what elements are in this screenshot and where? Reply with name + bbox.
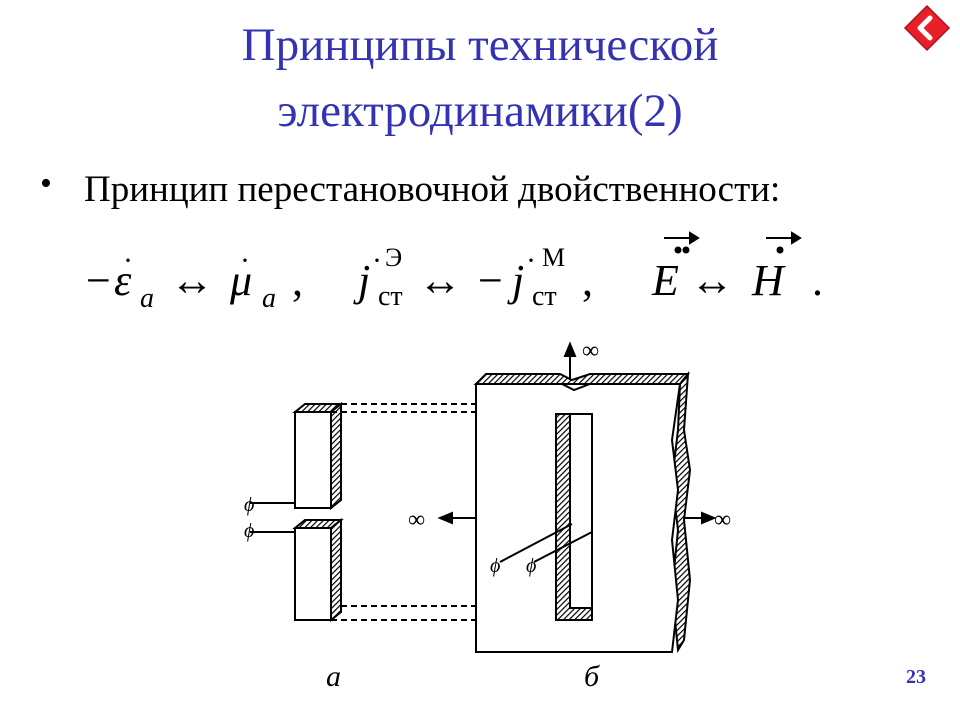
period: .: [812, 256, 823, 305]
j-subscript-1: ст: [378, 281, 403, 312]
bullet-marker: •: [40, 165, 52, 202]
infinity-left: ∞: [408, 507, 425, 533]
arrow-3: ↔: [690, 256, 734, 305]
dipole-lower-arm: [292, 517, 344, 623]
epsilon-dot: ·: [123, 244, 133, 277]
label-a: a: [326, 660, 341, 693]
infinity-top: ∞: [582, 338, 599, 364]
h-field-symbol: H: [752, 256, 784, 305]
mu-symbol: μ: [230, 256, 253, 305]
projection-lines: [331, 403, 556, 621]
bullet-text: Принцип перестановочной двойственности:: [84, 169, 781, 210]
slot-feed-lines: [499, 523, 593, 563]
j-superscript-e: Э: [385, 243, 403, 272]
title-line-2: электродинамики(2): [277, 85, 683, 137]
label-b: б: [584, 660, 600, 693]
arrow-1: ↔: [170, 256, 214, 305]
j-symbol-2: j: [512, 256, 525, 305]
slide-title: Принципы технической электродинамики(2): [0, 12, 960, 144]
j-superscript-m: М: [542, 243, 566, 272]
comma-1: ,: [292, 256, 303, 305]
epsilon-subscript: a: [140, 283, 154, 314]
dipole-feed-lines: [250, 502, 295, 533]
title-line-1: Принципы технической: [241, 19, 719, 71]
phi-label-a1: ϕ: [244, 494, 254, 516]
dipole-upper-arm: [292, 401, 344, 511]
screen-slot: [555, 413, 593, 621]
comma-2: ,: [582, 256, 593, 305]
j-dot-2: ·: [526, 244, 536, 277]
chevron-left-icon: [903, 4, 951, 52]
j-subscript-2: ст: [532, 281, 557, 312]
infinity-right: ∞: [714, 507, 731, 533]
phi-label-a2: ϕ: [244, 520, 254, 542]
arrow-2: ↔: [418, 256, 462, 305]
mu-subscript: a: [262, 283, 276, 314]
vector-marks: [664, 231, 802, 254]
page-number: 23: [906, 666, 926, 688]
phi-label-b2: ϕ: [526, 555, 536, 577]
epsilon-symbol: ε: [114, 256, 132, 305]
minus-sign-2: −: [478, 256, 503, 305]
j-dot-1: ·: [372, 244, 382, 277]
mu-dot: ·: [240, 244, 250, 277]
phi-label-b1: ϕ: [490, 555, 500, 577]
j-symbol-1: j: [358, 256, 371, 305]
infinity-arrows: [437, 341, 717, 525]
e-field-symbol: E: [652, 256, 679, 305]
back-button[interactable]: [903, 4, 951, 52]
minus-sign: −: [86, 256, 111, 305]
